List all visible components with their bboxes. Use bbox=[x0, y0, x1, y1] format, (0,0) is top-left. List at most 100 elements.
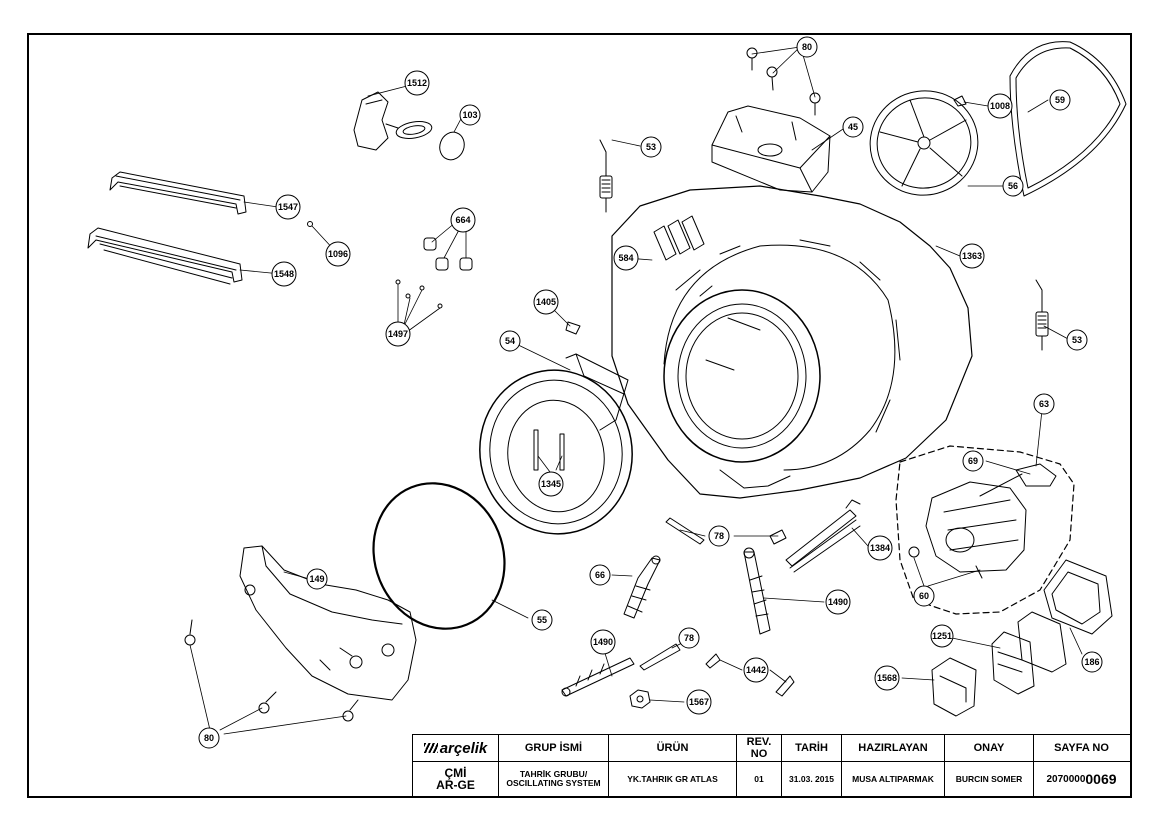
callout-bubble bbox=[678, 627, 700, 649]
callout-1363: 1363 bbox=[959, 243, 985, 269]
callout-number: 1567 bbox=[689, 697, 709, 707]
callout-bubble bbox=[306, 568, 328, 590]
callout-bubble bbox=[743, 657, 769, 683]
screw-80-top bbox=[746, 47, 821, 116]
callout-bubble bbox=[325, 241, 351, 267]
spring-53-top bbox=[599, 139, 613, 213]
callout-78: 78 bbox=[678, 627, 700, 649]
callout-bubble bbox=[686, 689, 712, 715]
callout-bubble bbox=[825, 589, 851, 615]
callout-number: 80 bbox=[204, 733, 214, 743]
heater-1384 bbox=[785, 499, 861, 573]
hose-connector-1512 bbox=[353, 91, 433, 151]
callout-number: 63 bbox=[1039, 399, 1049, 409]
callout-80: 80 bbox=[796, 36, 818, 58]
callout-bubble bbox=[796, 36, 818, 58]
callout-60: 60 bbox=[913, 585, 935, 607]
callout-bubble bbox=[271, 261, 297, 287]
callout-1512: 1512 bbox=[404, 70, 430, 96]
callout-bubble bbox=[1081, 651, 1103, 673]
product-value: YK.TAHRIK GR ATLAS bbox=[609, 762, 737, 796]
bolt-60-b bbox=[975, 565, 983, 579]
header-approval: ONAY bbox=[945, 735, 1034, 761]
counterweight-149 bbox=[239, 545, 417, 701]
callout-number: 69 bbox=[968, 456, 978, 466]
gasket-55 bbox=[372, 482, 506, 630]
callout-1548: 1548 bbox=[271, 261, 297, 287]
header-product: ÜRÜN bbox=[609, 735, 737, 761]
screws-1497 bbox=[395, 279, 443, 309]
callout-bubble bbox=[708, 525, 730, 547]
motor-63 bbox=[925, 463, 1057, 573]
brand-logo-cell: arçelik bbox=[413, 735, 499, 761]
callout-1490: 1490 bbox=[590, 629, 616, 655]
parts-664 bbox=[423, 237, 473, 271]
callout-number: 664 bbox=[455, 215, 470, 225]
callout-number: 60 bbox=[919, 591, 929, 601]
callout-56: 56 bbox=[1002, 175, 1024, 197]
callout-bubble bbox=[459, 104, 481, 126]
callout-number: 78 bbox=[684, 633, 694, 643]
damper-66 bbox=[623, 555, 661, 619]
screw-80-bottom bbox=[184, 619, 359, 722]
callout-bubble bbox=[499, 330, 521, 352]
pcb-1251 bbox=[991, 631, 1035, 695]
callout-664: 664 bbox=[450, 207, 476, 233]
callout-number: 59 bbox=[1055, 95, 1065, 105]
spring-53-right bbox=[1035, 279, 1049, 351]
clips-584 bbox=[653, 215, 705, 261]
callout-number: 1345 bbox=[541, 479, 561, 489]
callout-bubble bbox=[1066, 329, 1088, 351]
callout-69: 69 bbox=[962, 450, 984, 472]
callout-63: 63 bbox=[1033, 393, 1055, 415]
callout-1251: 1251 bbox=[930, 624, 954, 648]
callout-number: 1405 bbox=[536, 297, 556, 307]
callout-bubble bbox=[533, 289, 559, 315]
callout-number: 80 bbox=[802, 42, 812, 52]
callout-bubble bbox=[1002, 175, 1024, 197]
motor-group-outline-63 bbox=[895, 445, 1075, 615]
callout-1490: 1490 bbox=[825, 589, 851, 615]
callout-bubble bbox=[959, 243, 985, 269]
rev-no-value: 01 bbox=[737, 762, 782, 796]
callout-78: 78 bbox=[708, 525, 730, 547]
callout-54: 54 bbox=[499, 330, 521, 352]
callout-number: 1547 bbox=[278, 202, 298, 212]
callout-1567: 1567 bbox=[686, 689, 712, 715]
drive-belt-59 bbox=[1009, 41, 1127, 197]
damper-1490-right bbox=[743, 547, 771, 635]
callout-bubble bbox=[1033, 393, 1055, 415]
callout-1096: 1096 bbox=[325, 241, 351, 267]
group-name-line2: OSCILLATING SYSTEM bbox=[506, 778, 601, 788]
tub-1363 bbox=[663, 239, 901, 489]
callout-number: 53 bbox=[646, 142, 656, 152]
callout-1568: 1568 bbox=[874, 665, 900, 691]
callout-53: 53 bbox=[640, 136, 662, 158]
callout-bubble bbox=[590, 629, 616, 655]
date-value: 31.03. 2015 bbox=[782, 762, 842, 796]
callout-number: 53 bbox=[1072, 335, 1082, 345]
callout-bubble bbox=[385, 321, 411, 347]
page-no-prefix: 2070000 bbox=[1046, 773, 1086, 785]
tub-group-outline-1363 bbox=[611, 185, 973, 499]
callout-1497: 1497 bbox=[385, 321, 411, 347]
callout-number: 1251 bbox=[932, 631, 952, 641]
callout-number: 56 bbox=[1008, 181, 1018, 191]
damper-1490-left bbox=[561, 657, 635, 697]
callout-bubble bbox=[962, 450, 984, 472]
code-line1: ÇMİ bbox=[444, 766, 467, 780]
callout-45: 45 bbox=[842, 116, 864, 138]
header-prepared-by: HAZIRLAYAN bbox=[842, 735, 945, 761]
group-name-cell: TAHRİK GRUBU/ OSCILLATING SYSTEM bbox=[499, 762, 609, 796]
callout-bubble bbox=[531, 609, 553, 631]
header-date: TARİH bbox=[782, 735, 842, 761]
callout-number: 584 bbox=[618, 253, 633, 263]
callout-number: 54 bbox=[505, 336, 515, 346]
callout-number: 149 bbox=[309, 574, 324, 584]
clip-1405 bbox=[565, 321, 581, 335]
callout-number: 1384 bbox=[870, 543, 890, 553]
callout-number: 1096 bbox=[328, 249, 348, 259]
brand-logo: arçelik bbox=[439, 739, 488, 757]
callout-1442: 1442 bbox=[743, 657, 769, 683]
